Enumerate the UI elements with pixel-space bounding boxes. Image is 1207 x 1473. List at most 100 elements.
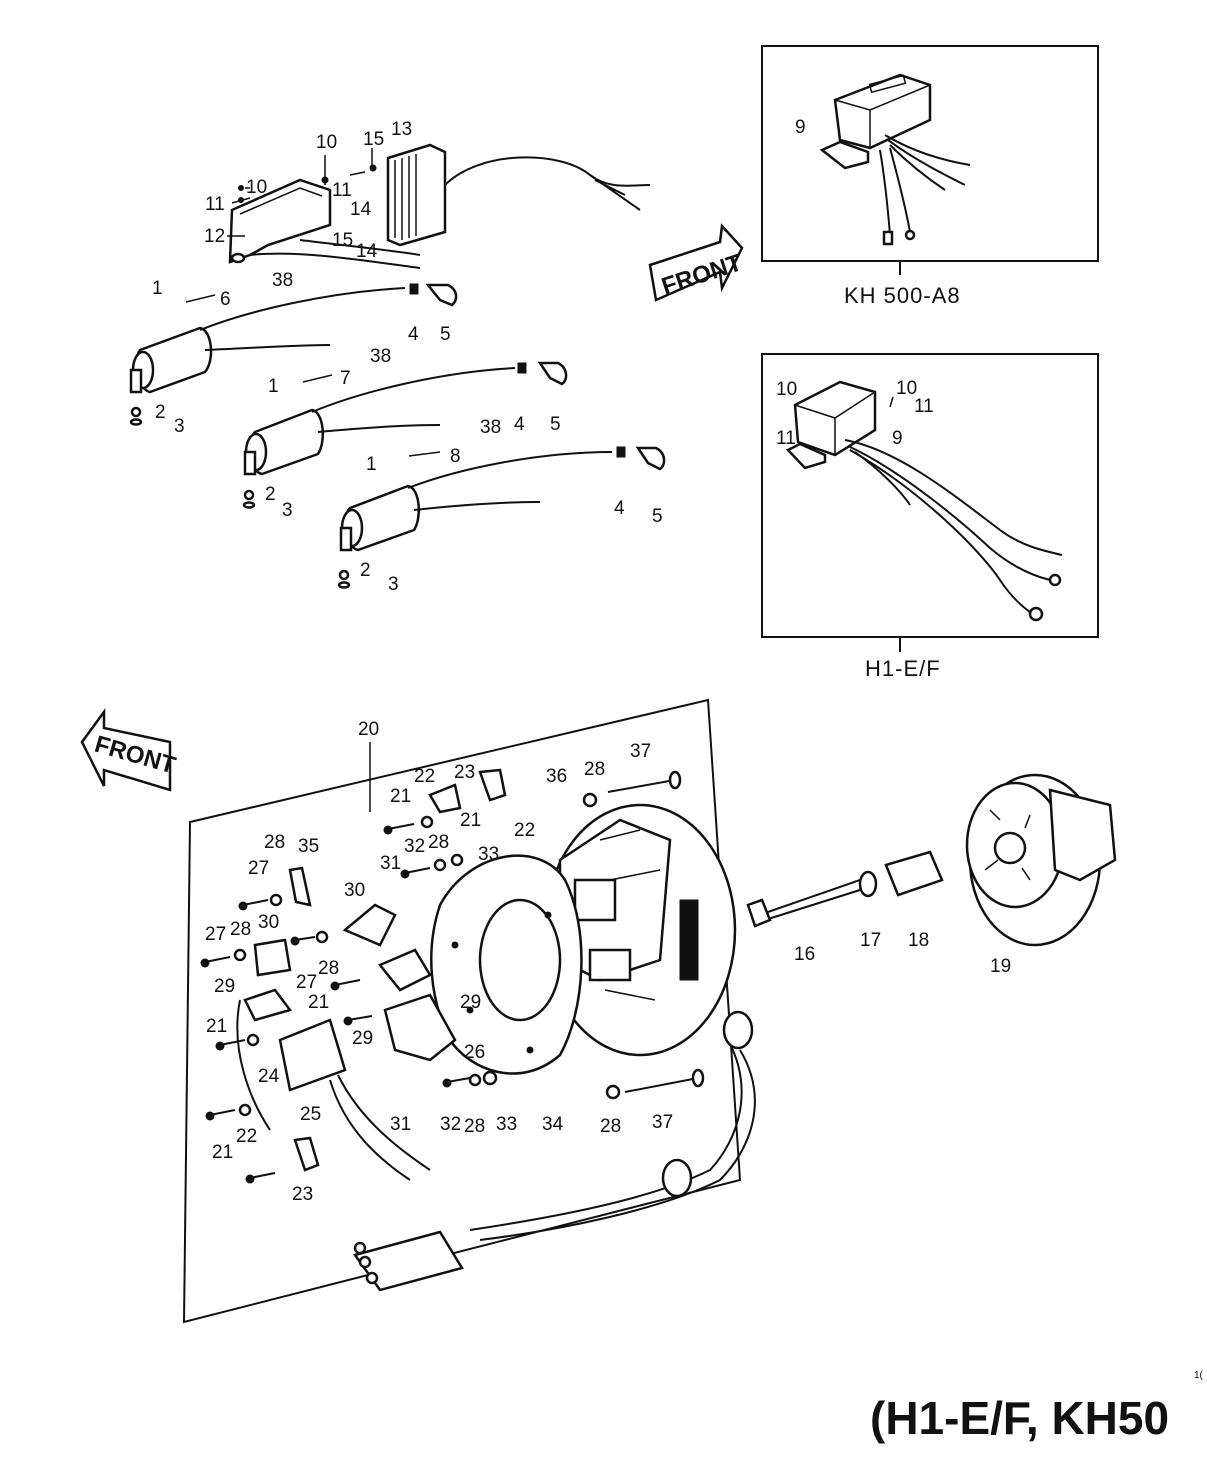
callout-11: 11 xyxy=(205,194,225,215)
callout-15: 15 xyxy=(363,129,384,150)
callout-22: 22 xyxy=(414,766,435,787)
callout-1: 1 xyxy=(268,376,279,397)
stator xyxy=(543,803,737,1057)
callout-27: 27 xyxy=(205,924,226,945)
callout-20: 20 xyxy=(358,719,379,740)
callout-32: 32 xyxy=(440,1114,461,1135)
callout-26: 26 xyxy=(464,1042,485,1063)
callout-21: 21 xyxy=(460,810,481,831)
callout-16: 16 xyxy=(794,944,815,965)
callout-5: 5 xyxy=(440,324,451,345)
ignition-coil-3 xyxy=(337,446,666,589)
callout-14: 14 xyxy=(350,199,372,220)
callout-12: 12 xyxy=(204,226,225,247)
page-title: (H1-E/F, KH50 xyxy=(870,1392,1169,1444)
fasteners xyxy=(200,768,705,1184)
callout-28: 28 xyxy=(464,1116,485,1137)
callout-7: 7 xyxy=(340,368,351,389)
callout-5: 5 xyxy=(652,506,663,527)
callout-27: 27 xyxy=(248,858,269,879)
callout-21: 21 xyxy=(212,1142,233,1163)
callout-33: 33 xyxy=(496,1114,517,1135)
callout-23: 23 xyxy=(292,1184,313,1205)
front-arrow-top: FRONT xyxy=(648,223,746,302)
callout-24: 24 xyxy=(258,1066,280,1087)
callout-21: 21 xyxy=(308,992,329,1013)
callout-31: 31 xyxy=(380,853,401,874)
callout-18: 18 xyxy=(908,930,929,951)
callout-37: 37 xyxy=(652,1112,673,1133)
callout-11: 11 xyxy=(914,396,934,417)
callout-1: 1 xyxy=(152,278,163,299)
callout-13: 13 xyxy=(391,119,412,140)
callout-3: 3 xyxy=(388,574,399,595)
callout-19: 19 xyxy=(990,956,1011,977)
callout-23: 23 xyxy=(454,762,475,783)
callout-37: 37 xyxy=(630,741,651,762)
contact-breakers xyxy=(243,903,457,1092)
callout-29: 29 xyxy=(214,976,235,997)
callout-3: 3 xyxy=(282,500,293,521)
inset-frame-top xyxy=(761,45,1099,262)
callout-2: 2 xyxy=(360,560,371,581)
callout-15: 15 xyxy=(332,230,353,251)
callout-28: 28 xyxy=(600,1116,621,1137)
callout-28: 28 xyxy=(230,919,251,940)
callout-29: 29 xyxy=(460,992,481,1013)
callout-28: 28 xyxy=(318,958,339,979)
callout-8: 8 xyxy=(450,446,461,467)
callout-28: 28 xyxy=(428,832,449,853)
rotor-parts xyxy=(746,773,1117,947)
callout-3: 3 xyxy=(174,416,185,437)
callout-28: 28 xyxy=(584,759,605,780)
callout-38: 38 xyxy=(272,270,293,291)
callout-33: 33 xyxy=(478,844,499,865)
callout-38: 38 xyxy=(370,346,391,367)
callout-10: 10 xyxy=(896,378,917,399)
callout-38: 38 xyxy=(480,417,501,438)
base-plate xyxy=(430,854,583,1075)
ignition-coil-2 xyxy=(242,361,568,509)
front-arrow-bottom: FRONT xyxy=(80,708,179,792)
regulator-assembly xyxy=(227,143,651,269)
callout-35: 35 xyxy=(298,836,319,857)
inset-frame-bottom xyxy=(761,353,1099,638)
callout-21: 21 xyxy=(390,786,411,807)
callout-10: 10 xyxy=(246,177,267,198)
corner-mark: 1( xyxy=(1194,1370,1204,1381)
callout-10: 10 xyxy=(776,379,797,400)
callout-17: 17 xyxy=(860,930,881,951)
callout-2: 2 xyxy=(265,484,276,505)
callout-2: 2 xyxy=(155,402,166,423)
callout-22: 22 xyxy=(514,820,535,841)
callout-10: 10 xyxy=(316,132,337,153)
callout-labels: 10 15 13 10 11 11 14 12 15 14 1 6 38 4 5… xyxy=(152,117,1011,1205)
callout-9: 9 xyxy=(795,117,806,138)
callout-4: 4 xyxy=(408,324,419,345)
stator-assembly xyxy=(182,698,756,1324)
ignition-coil-1 xyxy=(129,283,458,426)
callout-11: 11 xyxy=(332,180,352,201)
callout-29: 29 xyxy=(352,1028,373,1049)
inset-kh500-a8: KH 500-A8 xyxy=(761,45,1099,308)
inset-h1-ef: H1-E/F xyxy=(761,353,1099,681)
callout-36: 36 xyxy=(546,766,567,787)
callout-34: 34 xyxy=(542,1114,564,1135)
inset-caption-bottom: H1-E/F xyxy=(865,656,941,681)
callout-14: 14 xyxy=(356,241,378,262)
callout-32: 32 xyxy=(404,836,425,857)
callout-25: 25 xyxy=(300,1104,321,1125)
callout-4: 4 xyxy=(514,414,525,435)
callout-31: 31 xyxy=(390,1114,411,1135)
callout-30: 30 xyxy=(258,912,279,933)
callout-9: 9 xyxy=(892,428,903,449)
callout-22: 22 xyxy=(236,1126,257,1147)
wiring-harness xyxy=(236,999,756,1292)
inset-caption-top: KH 500-A8 xyxy=(844,283,961,308)
callout-6: 6 xyxy=(220,289,231,310)
callout-4: 4 xyxy=(614,498,625,519)
callout-21: 21 xyxy=(206,1016,227,1037)
callout-30: 30 xyxy=(344,880,365,901)
callout-28: 28 xyxy=(264,832,285,853)
callout-5: 5 xyxy=(550,414,561,435)
